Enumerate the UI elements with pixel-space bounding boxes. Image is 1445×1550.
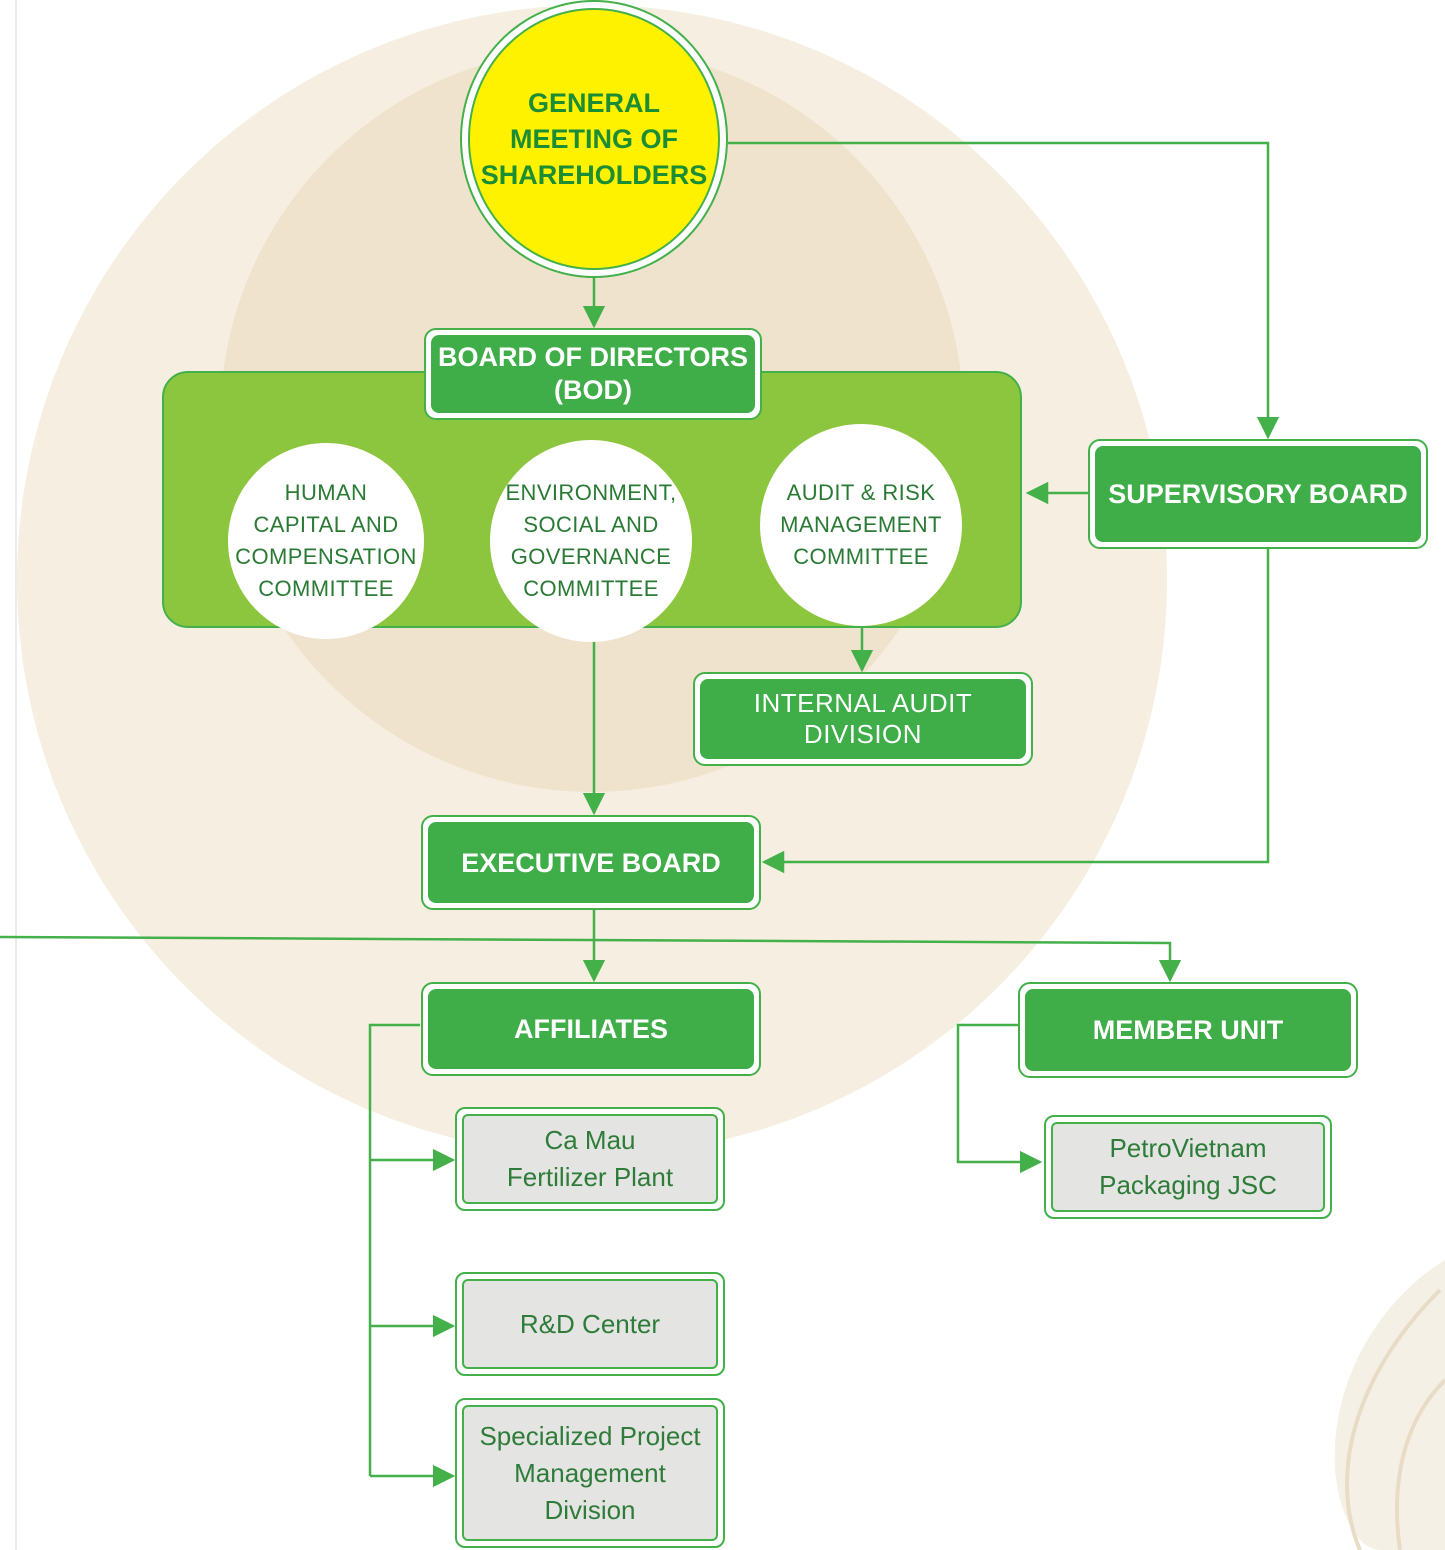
board-of-directors-node: BOARD OF DIRECTORS(BOD) (424, 328, 762, 420)
affiliates-node: AFFILIATES (421, 982, 761, 1076)
executive-board-node: EXECUTIVE BOARD (421, 815, 761, 910)
decor-flourish-stroke (1345, 1288, 1442, 1550)
member-unit-node: MEMBER UNIT (1018, 982, 1358, 1078)
supervisory-board-node: SUPERVISORY BOARD (1088, 439, 1428, 549)
affiliate-rd-center: R&D Center (455, 1272, 725, 1376)
decor-flourish (1334, 1260, 1445, 1550)
decor-flourish-stroke-2 (1395, 1378, 1445, 1550)
